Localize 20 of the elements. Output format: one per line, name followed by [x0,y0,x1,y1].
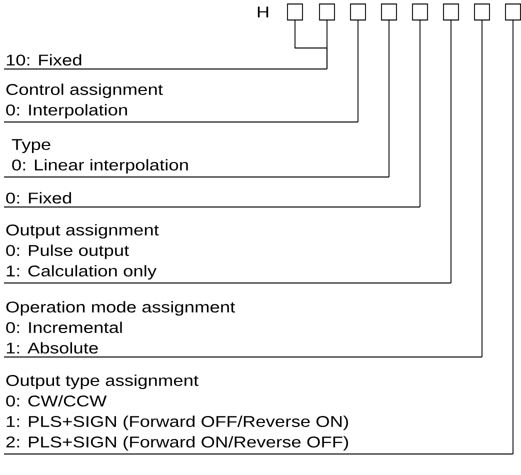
option-text: 0: Fixed [4,192,420,208]
leader-line [512,20,514,454]
option-text: Output assignment 0: Pulse output 1: Calculation only [4,224,452,284]
option-text: Type 0: Linear interpolation [4,139,390,178]
option-text: Control assignment 0: Interpolation [4,84,358,122]
digit-box [505,4,521,20]
leader-line [450,20,452,284]
digit-box [319,4,335,20]
leader-line [388,20,390,178]
leader-line [326,20,328,70]
option-text: Operation mode assignment 0: Incremental 1: Absolute [4,301,482,358]
digit-box [474,4,490,20]
digit-box [412,4,428,20]
option-text: Output type assignment 0: CW/CCW 1: PLS+SIGN (Forward OFF/Reverse ON) 2: PLS+SIGN (Forward ON/Reverse OFF) [4,374,514,454]
digit-box [443,4,459,20]
digit-box [350,4,366,20]
digit-box [381,4,397,20]
letter-label: H [258,6,268,18]
option-text: 10: Fixed [4,54,328,70]
digit-box [287,4,303,20]
